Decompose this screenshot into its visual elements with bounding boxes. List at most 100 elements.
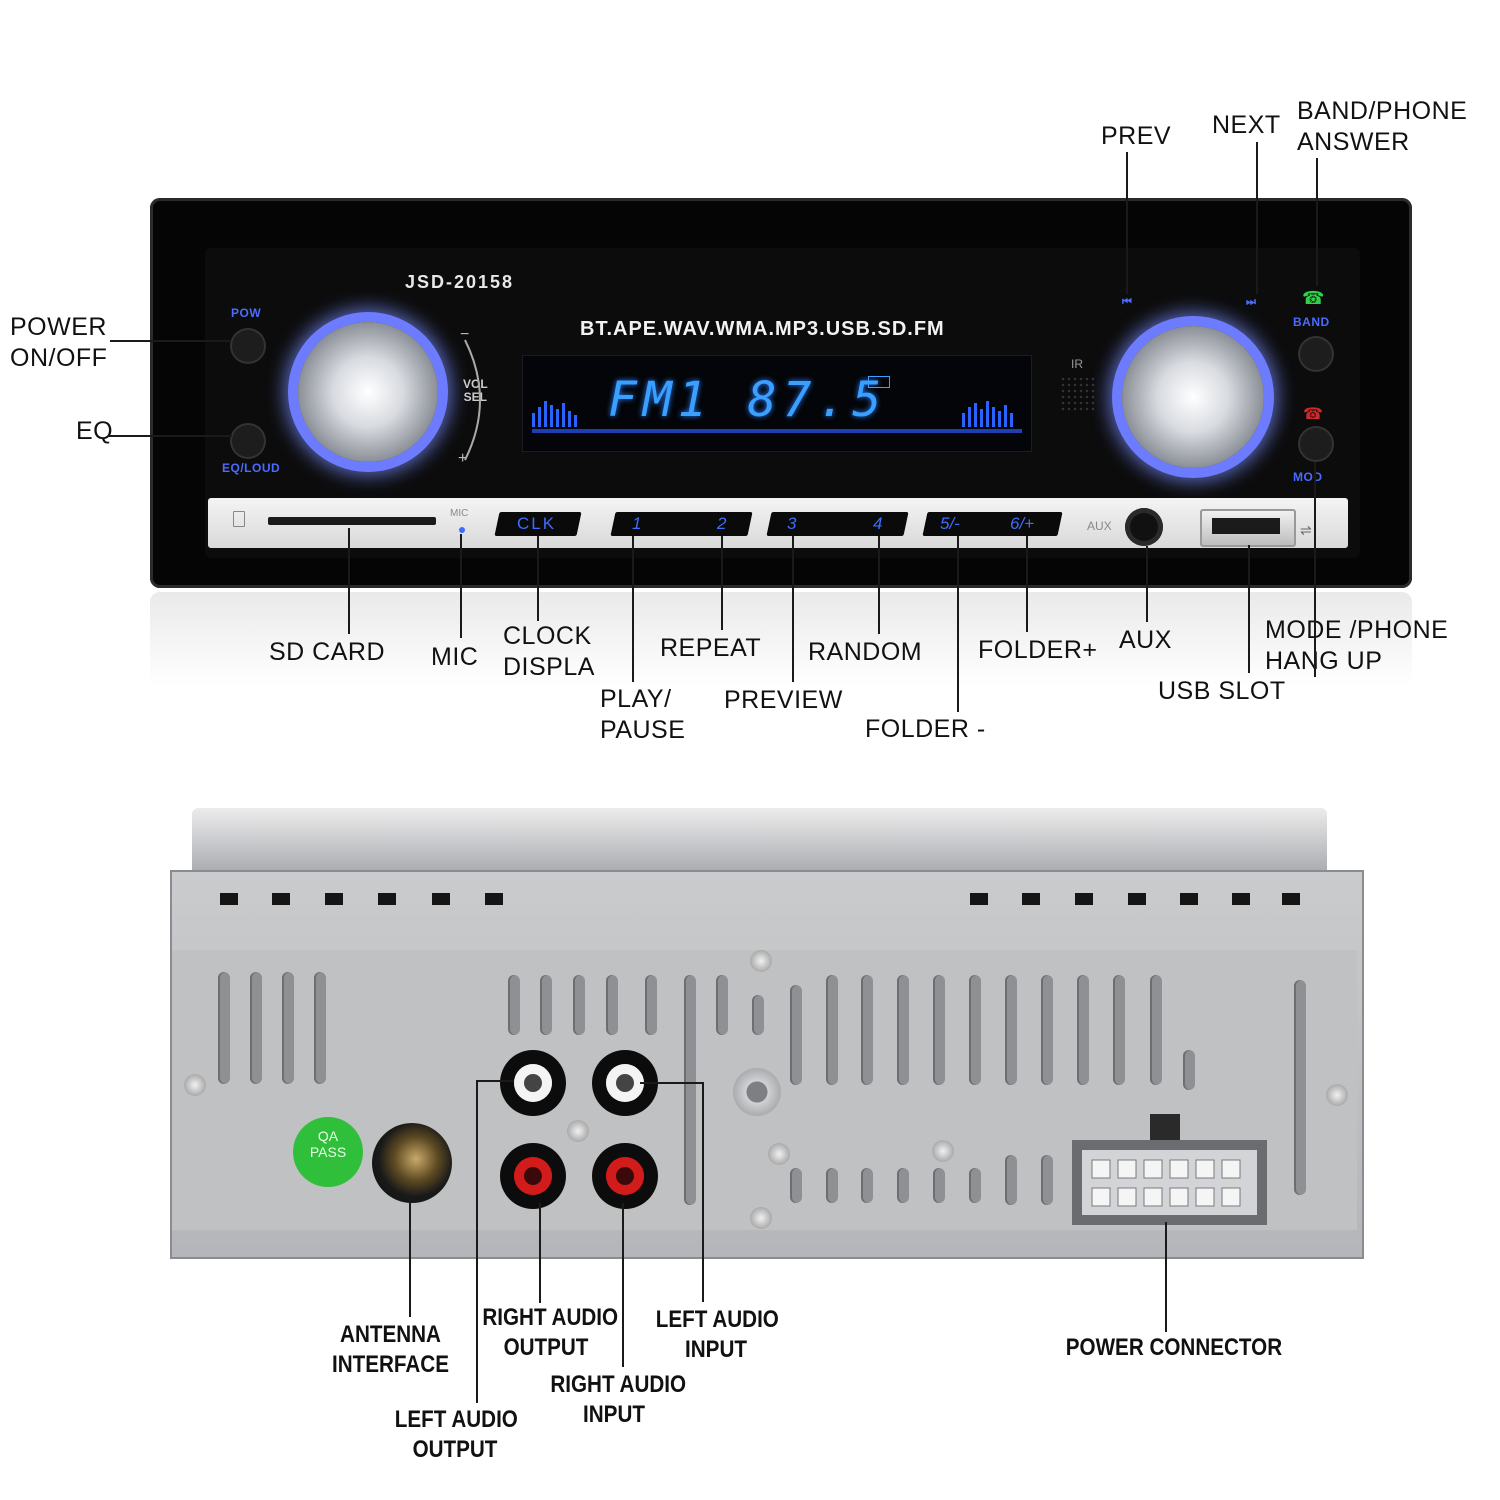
spectrum-bars <box>532 401 1022 433</box>
leader-left-audio-output-h <box>476 1080 514 1082</box>
battery-icon <box>868 376 890 388</box>
volume-knob[interactable] <box>298 322 438 462</box>
vol-sel-label: VOL SEL <box>463 377 488 404</box>
leader-aux <box>1146 546 1148 622</box>
leader-next <box>1256 142 1258 294</box>
left-audio-output-jack[interactable] <box>500 1050 566 1116</box>
leader-eq <box>108 435 232 437</box>
callout-power-connector: POWER CONNECTOR <box>1065 1334 1283 1361</box>
vent-slot <box>314 972 326 1084</box>
vent-slot <box>826 975 838 1085</box>
callout-prev: PREV <box>1101 122 1172 150</box>
leader-repeat <box>721 536 723 630</box>
key-3-label: 3 <box>787 514 797 533</box>
next-icon[interactable]: ⏭ <box>1246 296 1257 308</box>
leader-power-connector <box>1165 1222 1167 1332</box>
volume-arc <box>464 339 481 461</box>
callout-antenna: ANTENNA INTERFACE <box>332 1321 449 1378</box>
aux-jack[interactable] <box>1125 508 1163 546</box>
callout-eq: EQ <box>76 417 114 445</box>
usb-icon: ⇌ <box>1300 522 1312 538</box>
vent-slot <box>969 1168 981 1203</box>
vent-slot <box>508 975 520 1035</box>
mod-label: MOD <box>1293 470 1323 484</box>
mode-button[interactable] <box>1300 428 1332 460</box>
leader-folder-minus <box>957 536 959 712</box>
power-button[interactable] <box>232 330 264 362</box>
band-button[interactable] <box>1300 338 1332 370</box>
mounting-boss <box>733 1068 781 1116</box>
vent-slot <box>218 972 230 1084</box>
ir-label: IR <box>1071 357 1083 371</box>
vent-slot <box>573 975 585 1035</box>
leader-sd-card <box>348 528 350 634</box>
vent-slot <box>969 975 981 1085</box>
callout-play-pause: PLAY/ PAUSE <box>600 685 686 744</box>
qa-pass-text: QA PASS <box>309 1128 347 1160</box>
leader-folder-plus <box>1026 536 1028 632</box>
usb-port-opening <box>1212 518 1280 534</box>
antenna-jack[interactable] <box>372 1123 452 1203</box>
screw <box>567 1120 589 1142</box>
callout-mic: MIC <box>431 643 479 671</box>
leader-left-audio-input-h <box>640 1082 704 1084</box>
callout-clock: CLOCK DISPLA <box>503 622 595 681</box>
mode-knob[interactable] <box>1122 326 1264 468</box>
display-readout: FM1 87.5 <box>608 372 888 428</box>
leader-mode-hangup <box>1314 462 1316 677</box>
callout-random: RANDOM <box>808 638 923 666</box>
vent-slot <box>933 975 945 1085</box>
leader-band-phone <box>1316 158 1318 286</box>
band-label: BAND <box>1293 315 1330 329</box>
leader-play-pause <box>632 536 634 682</box>
callout-power: POWER ON/OFF <box>10 313 108 372</box>
eq-button[interactable] <box>232 425 264 457</box>
eq-loud-label: EQ/LOUD <box>222 461 281 475</box>
sd-card-slot[interactable] <box>268 517 436 525</box>
vent-slot <box>716 975 728 1035</box>
prev-icon[interactable]: ⏮ <box>1122 296 1133 308</box>
unit-reflection <box>150 592 1412 687</box>
key-1-label: 1 <box>632 514 642 533</box>
pow-label: POW <box>231 306 262 320</box>
key-6-label: 6/+ <box>1010 514 1035 533</box>
screw <box>750 950 772 972</box>
right-audio-output-jack[interactable] <box>500 1143 566 1209</box>
callout-next: NEXT <box>1212 111 1281 139</box>
vent-slot <box>861 975 873 1085</box>
screw <box>932 1140 954 1162</box>
screw <box>768 1143 790 1165</box>
callout-usb-slot: USB SLOT <box>1158 677 1286 705</box>
callout-right-audio-input: RIGHT AUDIO INPUT <box>550 1371 687 1428</box>
leader-prev <box>1126 152 1128 294</box>
phone-answer-icon: ☎ <box>1302 288 1325 308</box>
vent-slot <box>282 972 294 1084</box>
callout-preview: PREVIEW <box>724 686 843 714</box>
callout-left-audio-input: LEFT AUDIO INPUT <box>655 1306 779 1363</box>
right-audio-input-jack[interactable] <box>592 1143 658 1209</box>
power-connector-pins <box>1091 1159 1241 1207</box>
lcd-display <box>522 355 1032 452</box>
vent-slot <box>1294 980 1306 1195</box>
screw <box>750 1207 772 1229</box>
callout-left-audio-output: LEFT AUDIO OUTPUT <box>394 1406 518 1463</box>
callout-sd-card: SD CARD <box>269 638 386 666</box>
vent-slot <box>540 975 552 1035</box>
vent-slot <box>1077 975 1089 1085</box>
vent-slot <box>897 975 909 1085</box>
callout-repeat: REPEAT <box>660 634 762 662</box>
vent-slot <box>897 1168 909 1203</box>
aux-panel-label: AUX <box>1087 519 1112 533</box>
vent-slot <box>1150 975 1162 1085</box>
vol-plus-label: + <box>458 450 468 467</box>
vent-slot <box>861 1168 873 1203</box>
vent-slot <box>933 1168 945 1203</box>
vent-slot <box>752 995 764 1035</box>
vent-slot <box>250 972 262 1084</box>
vent-slot <box>645 975 657 1035</box>
screw <box>1326 1084 1348 1106</box>
mic-hole <box>459 527 465 533</box>
leader-right-audio-input <box>622 1203 624 1367</box>
qa-pass-sticker <box>293 1117 363 1187</box>
clk-key-label: CLK <box>517 514 557 533</box>
